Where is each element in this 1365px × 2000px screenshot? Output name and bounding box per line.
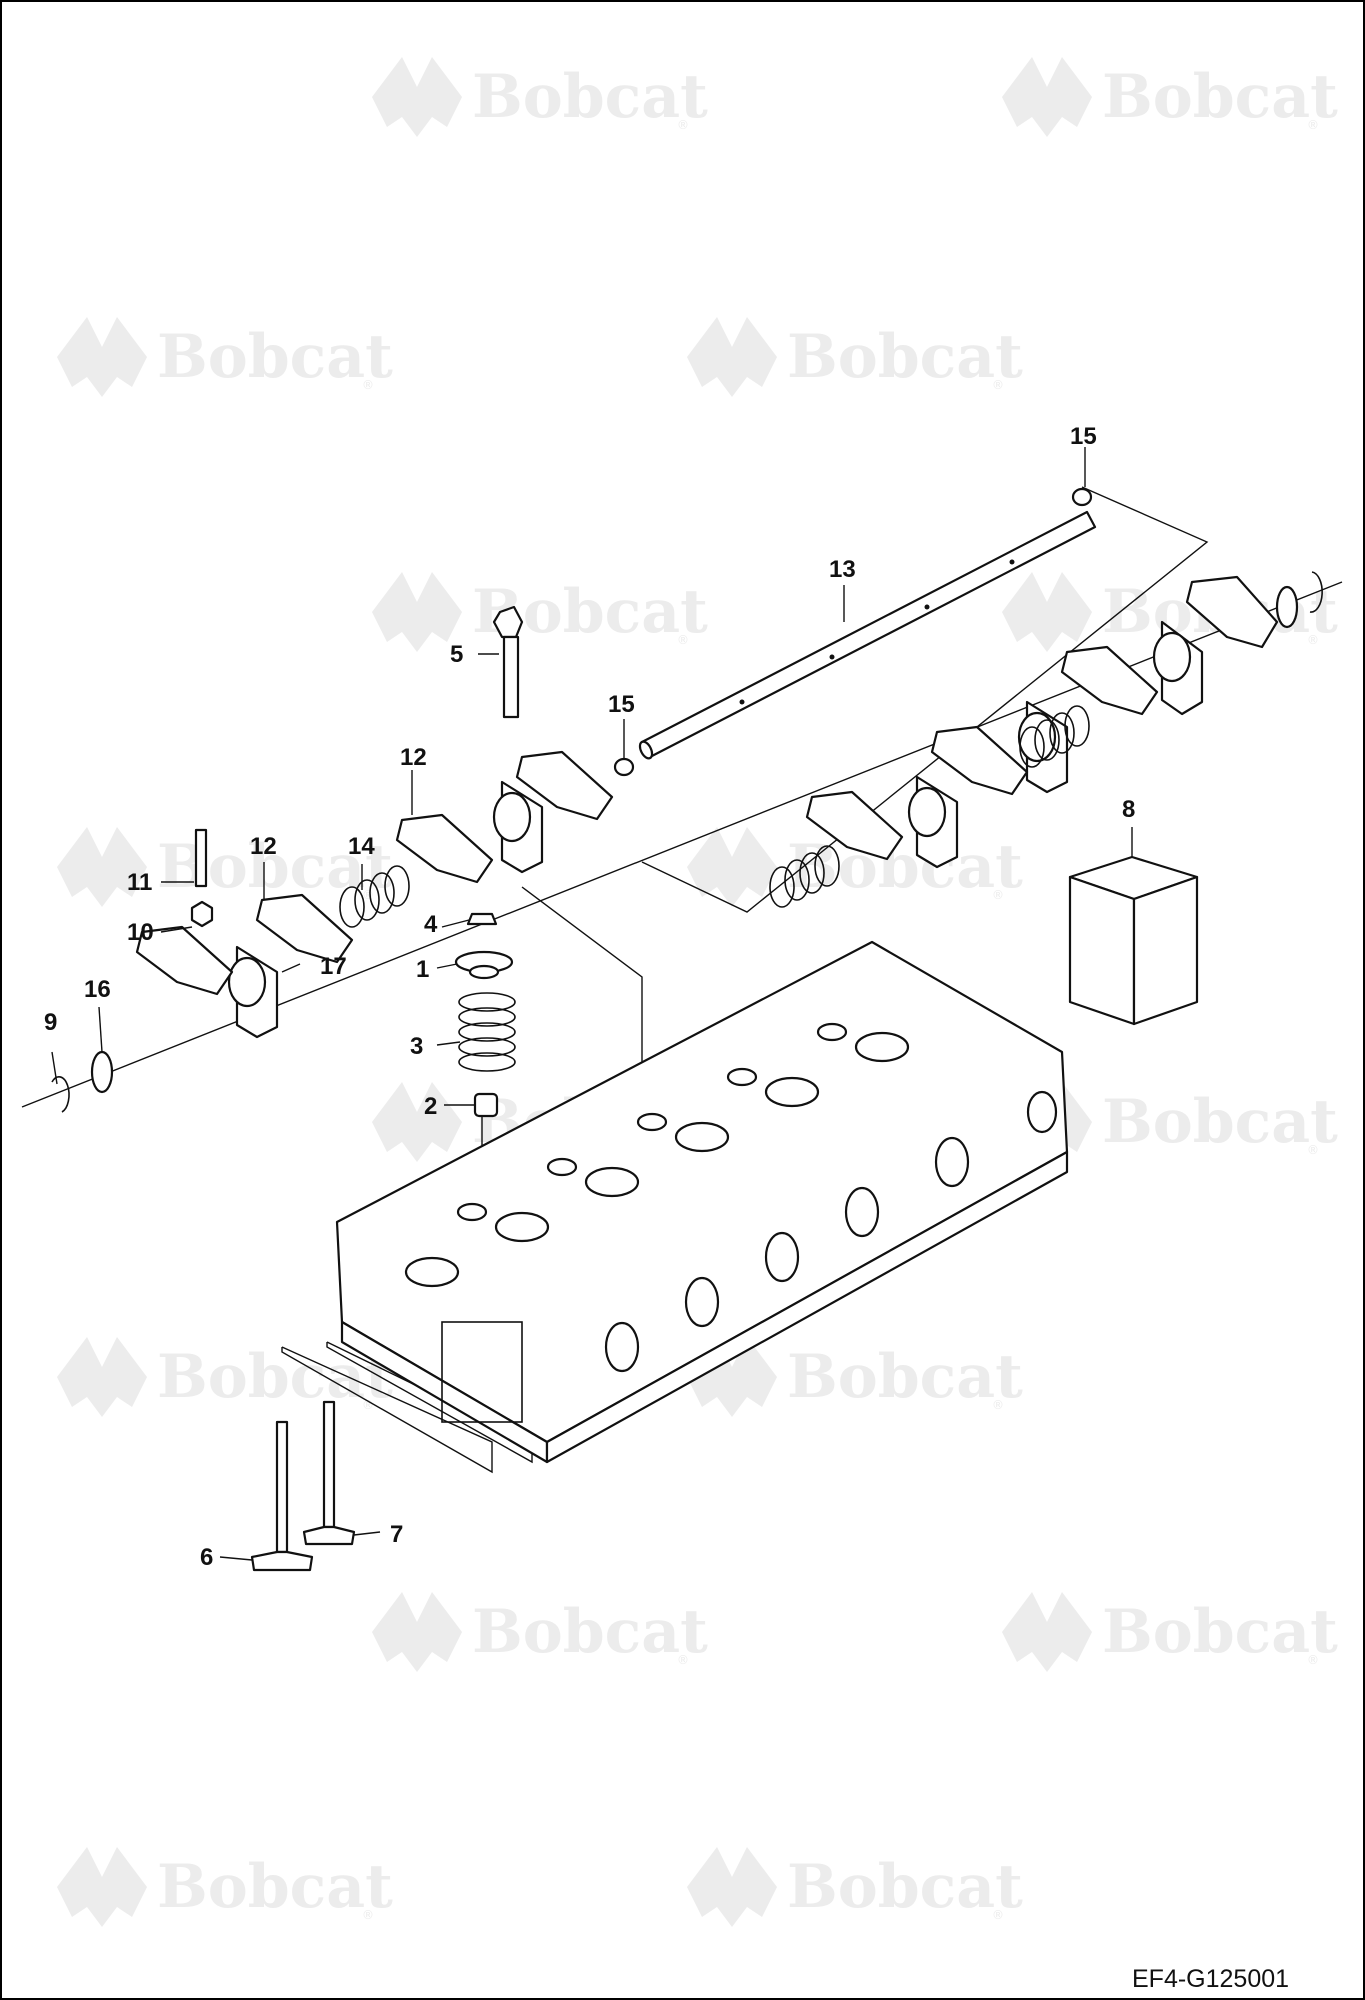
watermark-registered: ® (362, 378, 374, 392)
watermark-registered: ® (677, 118, 689, 132)
bolt-shank-5 (502, 635, 520, 719)
right-washer (1275, 585, 1299, 629)
adjusting-screw-11 (194, 828, 208, 888)
left-rocker-assembly (51, 605, 614, 1113)
valve-7 (302, 1400, 356, 1546)
rocker-shaft (638, 510, 1097, 760)
watermark-registered: ® (992, 1398, 1004, 1412)
callout-12-upper: 12 (400, 744, 427, 771)
watermark: Bobcat ® (372, 572, 708, 652)
valve-6 (250, 1420, 314, 1572)
shaft-plug-top (1071, 487, 1093, 507)
rocker-arm-12a (395, 813, 494, 884)
right-snap-ring (1309, 571, 1323, 613)
callout-12-lower: 12 (250, 833, 277, 860)
watermark-row-1: Bobcat ® Bobcat ® (372, 57, 1338, 137)
watermark-registered: ® (677, 633, 689, 647)
right-spring (1019, 705, 1090, 768)
watermark-registered: ® (1307, 1143, 1319, 1157)
watermark-brand: Bobcat (472, 1597, 708, 1667)
watermark-row-8: Bobcat ® Bobcat ® (57, 1847, 1023, 1927)
lower-right-spring (769, 845, 840, 908)
watermark: Bobcat ® (372, 1592, 708, 1672)
right-rocker-assembly (769, 571, 1323, 908)
watermark: Bobcat ® (1002, 1592, 1338, 1672)
callout-8: 8 (1122, 796, 1135, 823)
callout-15-left: 15 (608, 691, 635, 718)
watermark-brand: Bobcat (787, 1342, 1023, 1412)
watermark-row-2: Bobcat ® Bobcat ® (57, 317, 1023, 397)
shaft-plug-left (613, 757, 635, 777)
watermark: Bobcat ® (687, 317, 1023, 397)
drawing-reference-code: EF4-G125001 (1132, 1965, 1289, 1993)
watermark-brand: Bobcat (787, 322, 1023, 392)
callout-10: 10 (127, 919, 154, 946)
watermark: Bobcat ® (687, 827, 1023, 907)
watermark-brand: Bobcat (1102, 62, 1338, 132)
rocker-arm-lower (135, 925, 234, 996)
watermark-registered: ® (992, 1908, 1004, 1922)
left-spring-14 (339, 865, 410, 928)
leader-lines (51, 447, 1133, 1561)
cylinder-head (335, 940, 1069, 1464)
callout-2: 2 (424, 1093, 437, 1120)
callout-5: 5 (450, 641, 463, 668)
watermark: Bobcat ® (372, 57, 708, 137)
watermark-row-7: Bobcat ® Bobcat ® (372, 1592, 1338, 1672)
callout-3: 3 (410, 1033, 423, 1060)
watermark-brand: Bobcat (157, 322, 393, 392)
watermark-registered: ® (992, 378, 1004, 392)
callout-11: 11 (127, 869, 152, 896)
rocker-arm-12b (255, 893, 354, 964)
watermark-registered: ® (1307, 118, 1319, 132)
callout-14: 14 (348, 833, 375, 860)
watermark-registered: ® (992, 888, 1004, 902)
lock-nut-10 (190, 900, 214, 928)
callout-16: 16 (84, 976, 111, 1003)
watermark-brand: Bobcat (1102, 1597, 1338, 1667)
callout-17: 17 (320, 953, 347, 980)
watermark-row-4: Bobcat ® Bobcat ® (57, 827, 1023, 907)
watermark-registered: ® (1307, 1653, 1319, 1667)
callout-4: 4 (424, 911, 438, 938)
watermark-brand: Bobcat (157, 1852, 393, 1922)
watermark-brand: Bobcat (472, 62, 708, 132)
valve-keeper-4 (466, 912, 498, 926)
watermark-registered: ® (1307, 633, 1319, 647)
watermark-brand: Bobcat (157, 1342, 393, 1412)
callout-1: 1 (416, 956, 429, 983)
watermark-brand: Bobcat (1102, 1087, 1338, 1157)
callout-6: 6 (200, 1544, 213, 1571)
callout-13: 13 (829, 556, 856, 583)
callout-9: 9 (44, 1009, 57, 1036)
watermark: Bobcat ® (57, 1847, 393, 1927)
washer-16 (90, 1050, 114, 1094)
valve-train (454, 912, 516, 1118)
valve-bracket-intake (281, 1346, 493, 1474)
watermark: Bobcat ® (57, 1337, 393, 1417)
watermark-registered: ® (677, 1653, 689, 1667)
rocker-arm-upper (515, 750, 614, 821)
callout-7: 7 (390, 1521, 403, 1548)
watermark-registered: ® (362, 1398, 374, 1412)
watermark-registered: ® (362, 1908, 374, 1922)
callouts: 1 2 3 4 5 6 7 8 9 10 11 12 12 13 14 15 1… (44, 423, 1135, 1571)
watermark: Bobcat ® (1002, 57, 1338, 137)
watermark-brand: Bobcat (787, 1852, 1023, 1922)
valve-spring-3 (458, 992, 516, 1072)
watermark-brand: Bobcat (787, 832, 1023, 902)
callout-15-top: 15 (1070, 423, 1097, 450)
valve-stem-seal-2 (473, 1092, 499, 1118)
watermark: Bobcat ® (687, 1847, 1023, 1927)
gasket-kit-box (1068, 855, 1199, 1026)
watermark: Bobcat ® (57, 317, 393, 397)
